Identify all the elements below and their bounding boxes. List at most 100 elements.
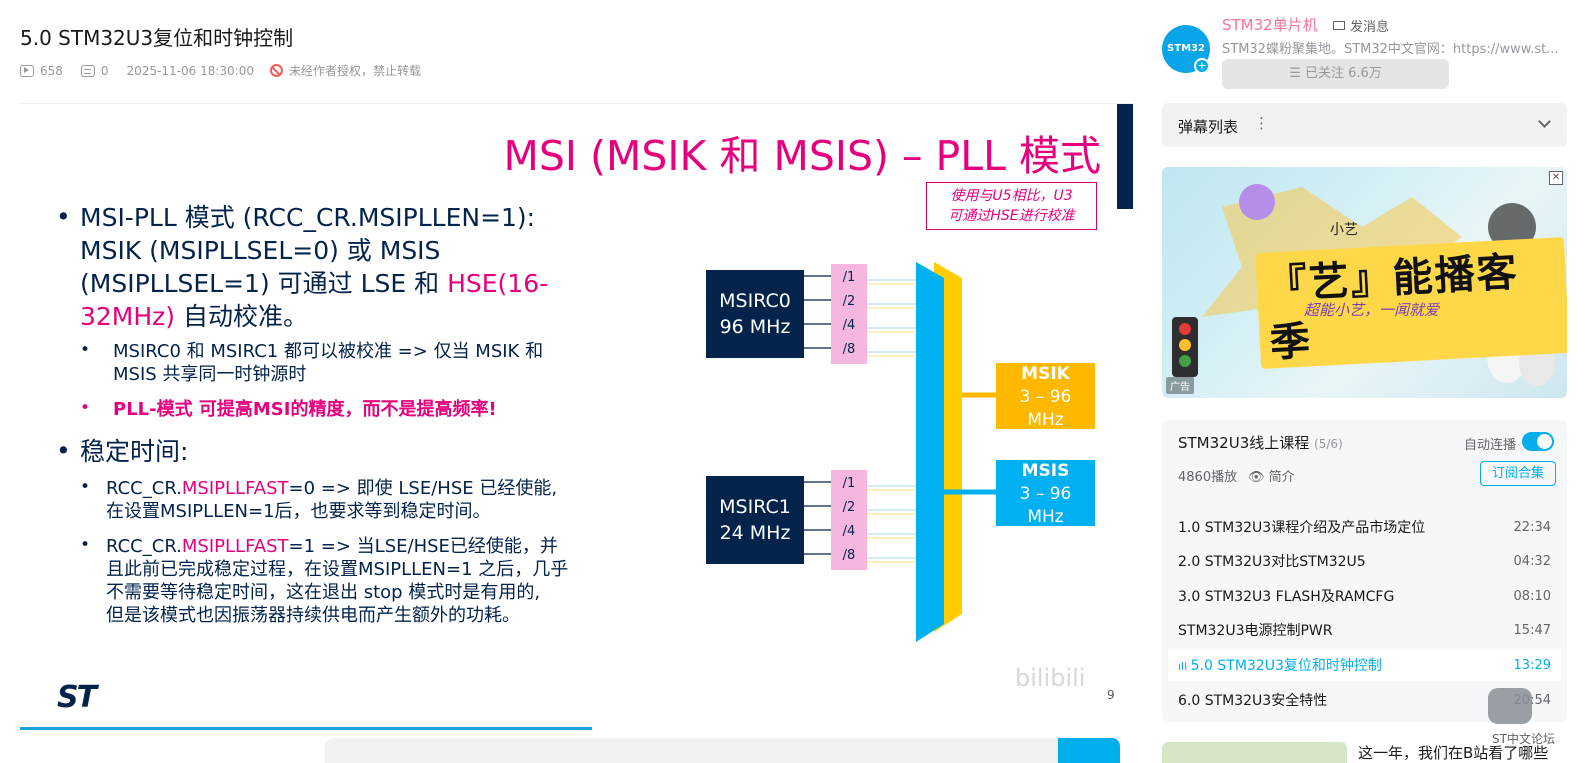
recommended-thumbnail[interactable]: [1162, 742, 1347, 763]
danmaku-count-icon: [80, 64, 95, 77]
danmaku-list-label: 弹幕列表: [1178, 118, 1239, 136]
sub4-a: RCC_CR.: [106, 536, 182, 557]
ad-close-icon[interactable]: ✕: [1549, 171, 1563, 185]
bullet-1-line-3: (MSIPLLSEL=1) 可通过 LSE 和 HSE(16-: [80, 267, 548, 300]
playlist-plays: 4860播放: [1178, 470, 1238, 485]
msirc0-label: MSIRC0: [719, 290, 791, 312]
playlist-title[interactable]: STM32U3线上课程 (5/6): [1178, 432, 1343, 453]
bullet-dot: •: [56, 202, 71, 231]
msirc0-block: MSIRC0 96 MHz: [706, 270, 804, 358]
video-title: 5.0 STM32U3复位和时钟控制: [20, 26, 294, 50]
playlist-item-title: 6.0 STM32U3安全特性: [1178, 693, 1328, 709]
msis-mux: [916, 262, 944, 642]
msirc1-divider-box: /1 /2 /4 /8: [831, 470, 867, 570]
ad-banner[interactable]: 小艺 『艺』能播客季 超能小艺，一闻就爱 广告 ✕: [1162, 167, 1567, 398]
sub-bullet-2: PLL-模式 可提高MSI的精度，而不是提高频率!: [113, 399, 497, 420]
danmaku-send-button[interactable]: [1058, 738, 1120, 763]
playlist-item-duration: 08:10: [1513, 588, 1551, 604]
uploader-name[interactable]: STM32单片机: [1222, 16, 1318, 34]
msik-label: MSIK: [1021, 364, 1070, 384]
playlist-item-title: 3.0 STM32U3 FLASH及RAMCFG: [1178, 589, 1395, 605]
playlist-item[interactable]: 2.0 STM32U3对比STM32U5 04:32: [1168, 545, 1561, 577]
playlist-item[interactable]: STM32U3电源控制PWR 15:47: [1168, 614, 1561, 646]
playlist-item-duration: 22:34: [1513, 519, 1551, 535]
eye-icon: 👁: [1248, 470, 1265, 485]
divider-4: /4: [842, 524, 856, 539]
playlist-item[interactable]: 3.0 STM32U3 FLASH及RAMCFG 08:10: [1168, 580, 1561, 612]
sub-bullet-3-line-1: RCC_CR.MSIPLLFAST=0 => 即使 LSE/HSE 已经使能,: [106, 477, 557, 500]
divider-1: /1: [842, 476, 856, 491]
playlist-intro[interactable]: 👁 简介: [1248, 466, 1295, 485]
bullet-1-line-4: 32MHz) 自动校准。: [80, 300, 548, 333]
sub-bullet-dot: •: [80, 477, 91, 497]
ad-tag: 广告: [1166, 377, 1194, 394]
sub-bullet-3: RCC_CR.MSIPLLFAST=0 => 即使 LSE/HSE 已经使能, …: [106, 477, 557, 523]
sub-bullet-4-line-1: RCC_CR.MSIPLLFAST=1 => 当LSE/HSE已经使能，并: [106, 535, 568, 558]
follow-button[interactable]: ☰ 已关注 6.6万: [1222, 59, 1449, 89]
playlist-item-current-wrap: ıll 5.0 STM32U3复位和时钟控制: [1178, 655, 1382, 675]
video-progress-bar[interactable]: [20, 727, 592, 730]
playlist-item-title: 1.0 STM32U3课程介绍及产品市场定位: [1178, 520, 1426, 536]
bullet-1-line-2: MSIK (MSIPLLSEL=0) 或 MSIS: [80, 236, 441, 265]
bilibili-watermark: bilibili: [1015, 664, 1086, 692]
msis-range: 3 – 96: [1019, 484, 1072, 504]
playlist-intro-label: 简介: [1268, 470, 1295, 485]
more-options-icon[interactable]: ⋮: [1254, 114, 1269, 132]
forbid-icon: [270, 64, 283, 77]
bullet-1-line-1: MSI-PLL 模式 (RCC_CR.MSIPLLEN=1):: [80, 203, 536, 232]
sub4-b: MSIPLLFAST: [181, 536, 289, 557]
autoplay-toggle[interactable]: [1522, 432, 1554, 451]
bullet-1: MSI-PLL 模式 (RCC_CR.MSIPLLEN=1): MSIK (MS…: [80, 201, 548, 333]
msirc1-block: MSIRC1 24 MHz: [706, 476, 804, 564]
sub-bullet-3-line-2: 在设置MSIPLLEN=1后，也要求等到稳定时间。: [106, 501, 491, 522]
video-meta: 658 0 2025-11-06 18:30:00 未经作者授权，禁止转载: [20, 62, 421, 79]
bullet-1-line-4b: 自动校准。: [175, 302, 309, 331]
danmaku-list-panel[interactable]: 弹幕列表 ⋮: [1162, 103, 1567, 147]
autoplay-label: 自动连播: [1464, 438, 1517, 453]
subscribe-collection-button[interactable]: 订阅合集: [1480, 461, 1556, 486]
sub3-b: MSIPLLFAST: [181, 478, 289, 499]
sub-bullet-1-line-2: MSIS 共享同一时钟源时: [113, 364, 307, 385]
playlist-item-current[interactable]: ıll 5.0 STM32U3复位和时钟控制 13:29: [1168, 649, 1561, 681]
chevron-down-icon[interactable]: [1538, 115, 1551, 128]
st-logo: ST: [57, 680, 97, 715]
forum-label[interactable]: ST中文论坛: [1492, 732, 1555, 746]
video-player[interactable]: MSI (MSIK 和 MSIS) – PLL 模式 使用与U5相比，U3 可通…: [20, 103, 1133, 728]
playlist-title-text: STM32U3线上课程: [1178, 434, 1310, 452]
view-count: 658: [40, 63, 63, 78]
recommended-title[interactable]: 这一年，我们在B站看了哪些: [1358, 744, 1549, 762]
ad-brand: 小艺: [1330, 222, 1358, 238]
slide-accent-bar: [1117, 104, 1133, 209]
uploader-description: STM32蝶粉聚集地。STM32中文官网：https://www.st...: [1222, 42, 1559, 57]
divider-8: /8: [842, 548, 856, 563]
playlist-item-duration: 15:47: [1513, 622, 1551, 638]
bullet-1-line-3a: (MSIPLLSEL=1) 可通过 LSE 和: [80, 269, 448, 298]
sub-bullet-dot: •: [80, 398, 91, 418]
msirc1-label: MSIRC1: [719, 496, 791, 518]
msirc1-freq: 24 MHz: [719, 522, 791, 544]
divider-2: /2: [842, 500, 856, 515]
sub-bullet-dot: •: [80, 535, 91, 555]
playlist-item-title: STM32U3电源控制PWR: [1178, 623, 1333, 639]
send-message-link[interactable]: 发消息: [1333, 16, 1389, 35]
msirc0-divider-box: /1 /2 /4 /8: [831, 264, 867, 364]
playing-indicator-icon: ıll: [1178, 660, 1191, 673]
chat-bubble-icon[interactable]: [1488, 688, 1532, 724]
msik-unit: MHz: [1027, 410, 1064, 430]
envelope-icon: [1333, 21, 1345, 30]
sub-bullet-4-line-4: 但是该模式也因振荡器持续供电而产生额外的功耗。: [106, 605, 520, 626]
bullet-1-line-4a: 32MHz): [80, 302, 176, 331]
sub-bullet-dot: •: [80, 340, 91, 360]
divider-1: /1: [842, 270, 856, 285]
sub-bullet-4-line-2: 且此前已完成稳定过程，在设置MSIPLLEN=1 之后，几乎: [106, 559, 569, 580]
danmaku-input[interactable]: [325, 738, 1065, 763]
note-line-2: 可通过HSE进行校准: [948, 208, 1075, 224]
playlist-item-duration: 13:29: [1513, 657, 1551, 673]
play-count-icon: [20, 64, 34, 77]
msis-label: MSIS: [1021, 461, 1070, 481]
msirc0-freq: 96 MHz: [719, 316, 791, 338]
danmaku-count: 0: [100, 63, 109, 78]
playlist-item-duration: 04:32: [1513, 553, 1551, 569]
sub3-a: RCC_CR.: [106, 478, 182, 499]
playlist-item[interactable]: 1.0 STM32U3课程介绍及产品市场定位 22:34: [1168, 511, 1561, 543]
